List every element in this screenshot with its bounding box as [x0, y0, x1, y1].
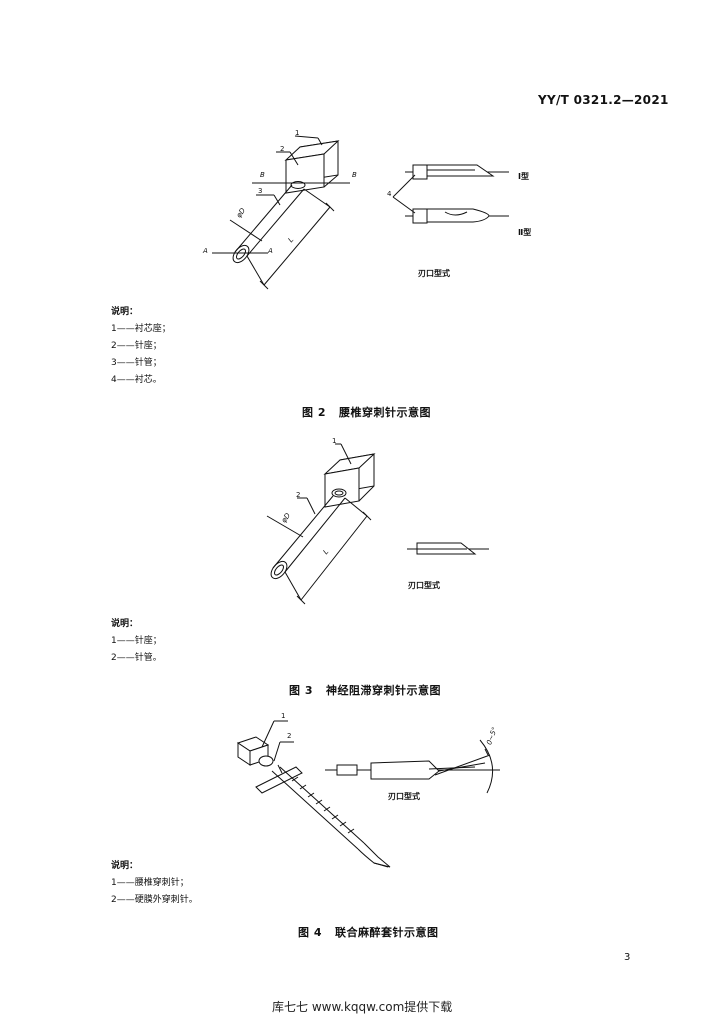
fig2-bevel-caption: 刃口型式: [418, 269, 450, 278]
figure2-needle-drawing: [212, 135, 350, 290]
fig4-legend-item: 1——腰椎穿刺针；: [111, 878, 189, 888]
fig2-label-b-left: B: [260, 171, 265, 179]
figure2-bevel-types-drawing: [392, 164, 509, 224]
fig4-label-1: 1: [281, 712, 286, 720]
standard-code: YY/T 0321.2—2021: [538, 93, 669, 107]
fig3-legend: 说明： 1——针座； 2——针管。: [111, 616, 162, 667]
fig4-legend-item: 2——硬膜外穿刺针。: [111, 895, 198, 905]
fig2-type-2-label: Ⅱ型: [518, 228, 532, 237]
fig2-legend-title: 说明：: [111, 307, 139, 317]
fig3-legend-item: 1——针座；: [111, 636, 162, 646]
fig3-label-2: 2: [296, 491, 301, 499]
fig3-bevel-caption: 刃口型式: [408, 581, 440, 590]
figure3-bevel-drawing: [407, 542, 489, 555]
fig2-legend-item: 3——针管；: [111, 358, 162, 368]
fig2-label-b-right: B: [352, 171, 357, 179]
figure4-bevel-drawing: [325, 739, 500, 794]
fig4-legend-title: 说明：: [111, 861, 139, 871]
fig2-label-3: 3: [258, 187, 263, 195]
fig2-legend-item: 1——衬芯座；: [111, 324, 171, 334]
footer-watermark: 库七七 www.kqqw.com提供下载: [272, 1000, 453, 1014]
fig2-label-2: 2: [280, 145, 285, 153]
fig3-label-1: 1: [332, 437, 337, 445]
fig3-legend-item: 2——针管。: [111, 653, 162, 663]
figure3-needle-drawing: [266, 443, 376, 605]
figure4-needle-drawing: [236, 720, 391, 868]
fig2-label-a-left: A: [203, 247, 208, 255]
fig2-legend-item: 4——衬芯。: [111, 375, 162, 385]
figure4-caption: 图 4 联合麻醉套针示意图: [298, 926, 439, 939]
fig2-legend-item: 2——针座；: [111, 341, 162, 351]
fig2-label-4: 4: [387, 190, 392, 198]
figure3-caption: 图 3 神经阻滞穿刺针示意图: [289, 684, 441, 697]
fig4-legend: 说明： 1——腰椎穿刺针； 2——硬膜外穿刺针。: [111, 858, 198, 909]
fig2-label-1: 1: [295, 129, 300, 137]
fig4-label-2: 2: [287, 732, 292, 740]
fig2-type-1-label: Ⅰ型: [518, 172, 529, 181]
fig2-label-a-right: A: [268, 247, 273, 255]
fig3-legend-title: 说明：: [111, 619, 139, 629]
page-number: 3: [624, 952, 631, 963]
fig4-bevel-caption: 刃口型式: [388, 792, 420, 801]
fig2-legend: 说明： 1——衬芯座； 2——针座； 3——针管； 4——衬芯。: [111, 304, 171, 389]
figure2-caption: 图 2 腰椎穿刺针示意图: [302, 406, 431, 419]
